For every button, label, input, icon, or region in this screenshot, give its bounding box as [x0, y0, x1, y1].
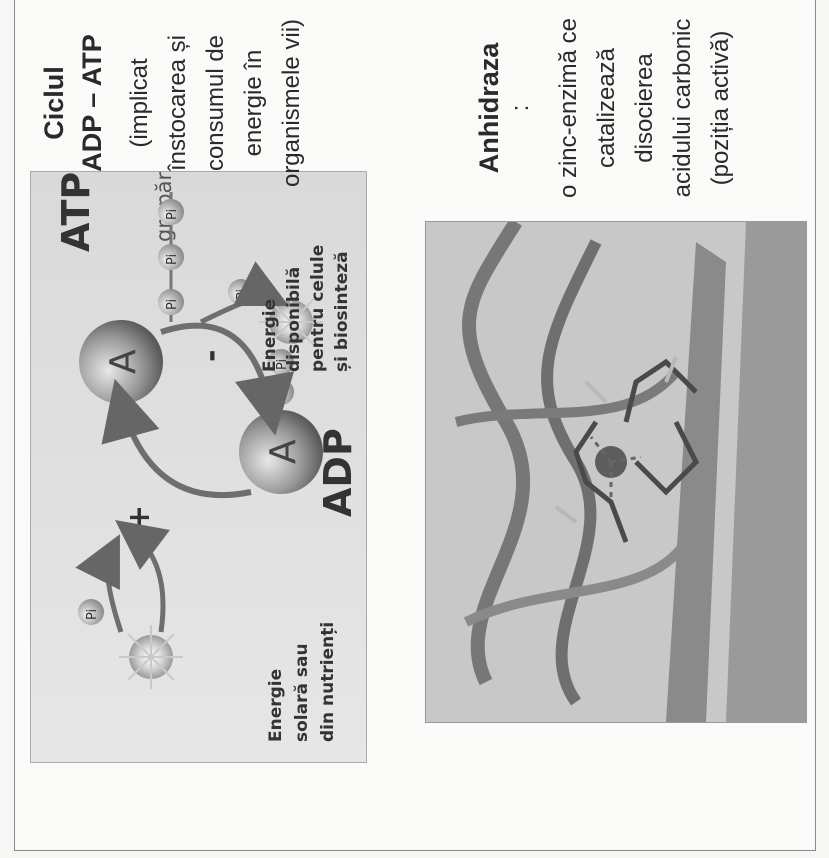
enzyme-title: Anhidraza: [470, 0, 508, 218]
enzyme-structure-svg: [426, 222, 806, 722]
anhydrase-structure-image: [425, 221, 807, 723]
cycle-desc-line-5: organismele vii): [273, 8, 311, 198]
energy-out-line-3: pentru celule: [308, 245, 328, 372]
cycle-desc-line-4: energie în: [235, 8, 273, 198]
adp-pi-1-label: Pi: [275, 389, 290, 400]
energy-in-line-1: Energie: [266, 669, 286, 742]
atp-cycle-svg: ATP A grupări fosfat Pi Pi Pi - Pi A: [31, 172, 366, 762]
incoming-pi-label: Pi: [85, 609, 100, 620]
cycle-desc-line-1: (implicat: [121, 8, 159, 198]
enzyme-desc-line-5: (poziția activă): [702, 0, 740, 218]
energy-in-line-2: solară sau: [292, 643, 312, 742]
adp-label: ADP: [316, 428, 360, 517]
energy-out-line-2: disponibilă: [284, 267, 304, 372]
adp-to-atp-arrow: [121, 402, 251, 495]
energy-in-arrow-1: [108, 552, 121, 632]
enzyme-desc-line-3: disocierea: [626, 0, 664, 218]
atp-cycle-diagram: ATP A grupări fosfat Pi Pi Pi - Pi A: [30, 171, 367, 763]
atp-to-adp-arrow: [161, 326, 271, 412]
energy-in-star-icon: [119, 625, 183, 689]
energy-out-line-4: și biosinteză: [332, 251, 352, 372]
atp-pi-3-label: Pi: [165, 209, 180, 220]
atp-pi-2-label: Pi: [165, 254, 180, 265]
cycle-description: (implicat înstocarea și consumul de ener…: [121, 8, 311, 198]
enzyme-desc-line-2: catalizează: [588, 0, 626, 218]
plus-sign: +: [122, 505, 157, 530]
enzyme-desc-line-1: o zinc-enzimă ce: [550, 0, 588, 218]
adp-adenosine-letter: A: [263, 439, 304, 464]
atp-pi-1-label: Pi: [165, 299, 180, 310]
energy-out-line-1: Energie: [260, 299, 280, 372]
released-pi-label: Pi: [235, 289, 250, 300]
enzyme-description: o zinc-enzimă ce catalizează disocierea …: [550, 0, 740, 218]
minus-sign: -: [194, 350, 229, 362]
cycle-desc-line-2: înstocarea și: [159, 8, 197, 198]
enzyme-title-colon: :: [508, 0, 534, 218]
energy-in-line-3: din nutrienți: [318, 622, 338, 742]
cycle-desc-line-3: consumul de: [197, 8, 235, 198]
cycle-text-block: Ciclul ADP – ATP (implicat înstocarea și…: [35, 8, 311, 198]
cycle-title-line-2: ADP – ATP: [73, 8, 111, 198]
enzyme-text-block: Anhidraza : o zinc-enzimă ce catalizează…: [470, 0, 740, 218]
enzyme-desc-line-4: acidului carbonic: [664, 0, 702, 218]
energy-in-arrow-2: [131, 532, 163, 632]
energy-in-text: Energie solară sau din nutrienți: [266, 622, 338, 742]
atp-adenosine-letter: A: [103, 349, 144, 374]
cycle-title-line-1: Ciclul: [35, 8, 73, 198]
